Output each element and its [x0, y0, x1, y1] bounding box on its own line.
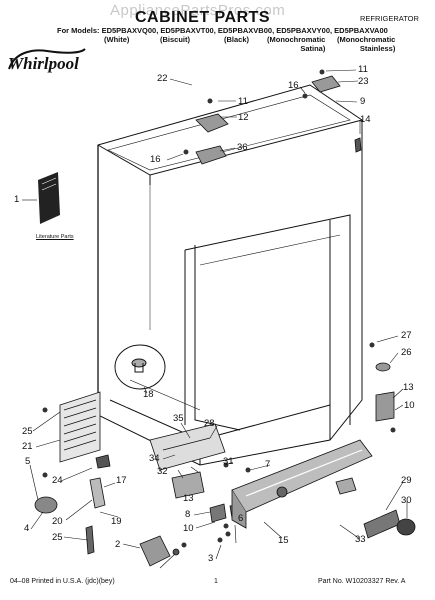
literature-book — [38, 172, 60, 224]
part-label-9: 9 — [360, 96, 366, 107]
footer-print-info: 04–08 Printed in U.S.A. (jdc)(bey) — [10, 578, 115, 585]
part-label-23: 23 — [358, 76, 369, 87]
kickplate — [231, 439, 373, 529]
part-label-35: 35 — [173, 413, 184, 424]
part-label-19: 19 — [111, 516, 122, 527]
brand-logo: Whirlpool — [8, 48, 86, 73]
part-label-30: 30 — [401, 495, 412, 506]
variant-mono-satina: (Monochromatic Satina) — [267, 35, 326, 53]
part-label-22: 22 — [157, 73, 168, 84]
part-label-1: 1 — [14, 194, 20, 205]
part-label-24: 24 — [52, 475, 63, 486]
leader-lines — [22, 69, 408, 569]
logo-text: Whirlpool — [8, 54, 79, 73]
part-label-3: 3 — [208, 553, 214, 564]
bottom-left-parts — [34, 454, 180, 567]
part-label-11-center: 11 — [238, 96, 248, 107]
variant-biscuit: (Biscuit) — [160, 35, 190, 44]
footer-part-number: Part No. W10203327 Rev. A — [318, 578, 406, 585]
part-label-34: 34 — [149, 453, 160, 464]
part-label-17: 17 — [116, 475, 127, 486]
part-label-13-left: 13 — [183, 493, 194, 504]
part-label-20: 20 — [52, 516, 63, 527]
part-label-28: 28 — [204, 418, 215, 429]
category-label: REFRIGERATOR — [360, 14, 419, 23]
part-label-5: 5 — [25, 456, 31, 467]
right-side-parts — [335, 137, 416, 539]
literature-parts-label: Literature Parts — [36, 234, 74, 240]
variant-black: (Black) — [224, 35, 250, 44]
part-label-16-right: 16 — [288, 80, 299, 91]
part-label-25-upper: 25 — [22, 426, 33, 437]
part-label-2: 2 — [115, 539, 121, 550]
part-label-27: 27 — [401, 330, 412, 341]
part-label-8: 8 — [185, 509, 191, 520]
part-label-18: 18 — [143, 389, 154, 400]
part-label-33: 33 — [355, 534, 366, 545]
footer-page-number: 1 — [214, 578, 218, 585]
page-title: CABINET PARTS — [135, 9, 271, 26]
part-label-31: 31 — [223, 456, 234, 467]
part-label-13-right: 13 — [403, 382, 414, 393]
part-label-16-left: 16 — [150, 154, 161, 165]
part-label-10-left: 10 — [183, 523, 194, 534]
part-label-4: 4 — [24, 523, 30, 534]
part-label-11-right: 11 — [358, 64, 368, 75]
variant-mono-stainless: (Monochromatic Stainless) — [337, 35, 396, 53]
part-label-7: 7 — [265, 459, 271, 470]
part-label-15: 15 — [278, 535, 289, 546]
part-label-36: 36 — [237, 142, 248, 153]
screws — [42, 69, 396, 548]
part-label-21: 21 — [22, 441, 33, 452]
part-label-10-right: 10 — [404, 400, 415, 411]
part-label-29: 29 — [401, 475, 412, 486]
detail-circle — [114, 344, 166, 390]
watermark: AppliancePartsPros.com — [110, 2, 286, 19]
part-label-26: 26 — [401, 347, 412, 358]
louver-panel — [59, 391, 101, 463]
part-label-32: 32 — [157, 466, 168, 477]
part-label-12: 12 — [238, 112, 249, 123]
hinge-brackets — [195, 75, 341, 165]
models-line: For Models: ED5PBAXVQ00, ED5PBAXVT00, ED… — [57, 26, 388, 35]
variant-white: (White) — [104, 35, 130, 44]
part-label-14: 14 — [360, 114, 371, 125]
part-label-25-lower: 25 — [52, 532, 63, 543]
part-label-6: 6 — [238, 513, 244, 524]
